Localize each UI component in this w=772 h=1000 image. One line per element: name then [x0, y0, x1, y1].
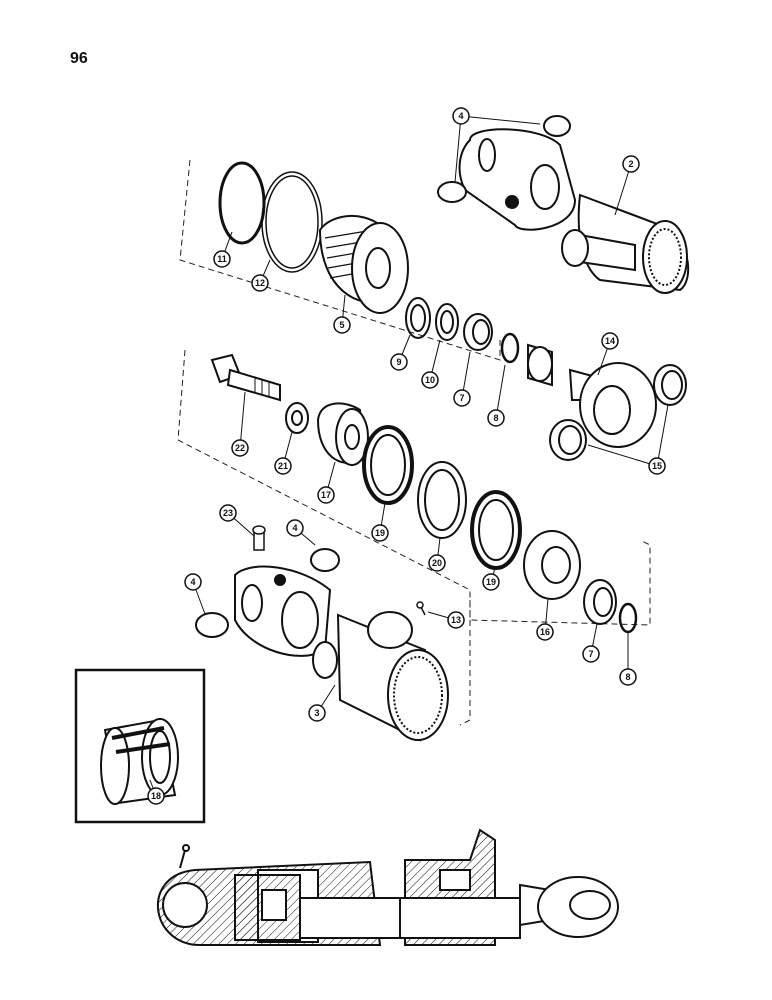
piston-seal-part-19a [362, 425, 414, 505]
svg-text:7: 7 [459, 393, 464, 403]
screw-part-13 [416, 601, 426, 616]
callout-4a: 4 [452, 107, 470, 125]
svg-text:21: 21 [278, 461, 288, 471]
piston-part-16 [523, 530, 581, 600]
callout-13: 13 [447, 611, 465, 629]
svg-text:5: 5 [339, 320, 344, 330]
svg-text:22: 22 [235, 443, 245, 453]
callout-19a: 19 [371, 524, 389, 542]
rod-seal-part-10 [435, 303, 459, 341]
cylinder-head-part-5 [318, 214, 409, 314]
bushing-part-15a [653, 364, 687, 406]
svg-text:8: 8 [625, 672, 630, 682]
bushing-part-7b [583, 579, 617, 625]
bushing-part-7a [463, 313, 493, 351]
cross-section-view [157, 828, 619, 946]
svg-text:4: 4 [190, 577, 195, 587]
backup-ring-part-12 [261, 171, 323, 273]
rod-end-part-2 [437, 115, 690, 294]
svg-text:9: 9 [396, 357, 401, 367]
callout-16: 16 [536, 623, 554, 641]
lower-group-outline [459, 600, 471, 726]
rod-eye-part-14 [527, 343, 657, 448]
svg-text:19: 19 [375, 528, 385, 538]
svg-text:4: 4 [458, 111, 463, 121]
svg-text:20: 20 [432, 558, 442, 568]
callout-7b: 7 [582, 645, 600, 663]
svg-text:4: 4 [292, 523, 297, 533]
dashed-group-outlines [177, 159, 651, 726]
grease-fitting-part-23 [252, 525, 266, 551]
svg-text:18: 18 [151, 791, 161, 801]
svg-text:7: 7 [588, 649, 593, 659]
svg-text:10: 10 [425, 375, 435, 385]
callout-12: 12 [251, 274, 269, 292]
callout-4b: 4 [286, 519, 304, 537]
snap-ring-part-8b [618, 602, 638, 634]
svg-text:12: 12 [255, 278, 265, 288]
svg-text:3: 3 [314, 708, 319, 718]
svg-text:14: 14 [605, 336, 615, 346]
callout-14: 14 [601, 332, 619, 350]
callout-3: 3 [308, 704, 326, 722]
page-number: 96 [70, 50, 88, 67]
callout-11: 11 [213, 250, 231, 268]
bushing-part-15b [549, 419, 587, 461]
callout-19b: 19 [482, 573, 500, 591]
callout-8a: 8 [487, 409, 505, 427]
callout-8b: 8 [619, 668, 637, 686]
svg-text:13: 13 [451, 615, 461, 625]
bolt-part-22 [210, 353, 281, 402]
callout-17: 17 [317, 486, 335, 504]
callout-2: 2 [622, 155, 640, 173]
svg-text:8: 8 [493, 413, 498, 423]
svg-text:23: 23 [223, 508, 233, 518]
callout-4c: 4 [184, 573, 202, 591]
middle-group-outline [177, 349, 651, 626]
cylinder-barrel-part-3 [195, 548, 449, 742]
callout-5: 5 [333, 316, 351, 334]
callout-18: 18 [147, 787, 165, 805]
piston-assembly-part-18 [100, 718, 179, 805]
svg-text:19: 19 [486, 577, 496, 587]
piston-part-17 [316, 402, 369, 466]
svg-text:15: 15 [652, 461, 662, 471]
o-ring-part-11 [218, 161, 266, 245]
washer-part-21 [285, 402, 309, 434]
callout-21: 21 [274, 457, 292, 475]
wiper-seal-part-9 [405, 297, 431, 339]
upper-group-outline [179, 159, 501, 361]
svg-text:17: 17 [321, 490, 331, 500]
svg-text:11: 11 [217, 254, 227, 264]
callout-20: 20 [428, 554, 446, 572]
callout-7a: 7 [453, 389, 471, 407]
callout-9: 9 [390, 353, 408, 371]
svg-text:16: 16 [540, 627, 550, 637]
snap-ring-part-8a [500, 332, 520, 364]
inset-box [74, 668, 206, 824]
piston-seal-part-19b [470, 490, 522, 570]
callout-10: 10 [421, 371, 439, 389]
callout-22: 22 [231, 439, 249, 457]
callout-15: 15 [648, 457, 666, 475]
callout-23: 23 [219, 504, 237, 522]
svg-text:2: 2 [628, 159, 633, 169]
wear-ring-part-20 [417, 461, 467, 539]
